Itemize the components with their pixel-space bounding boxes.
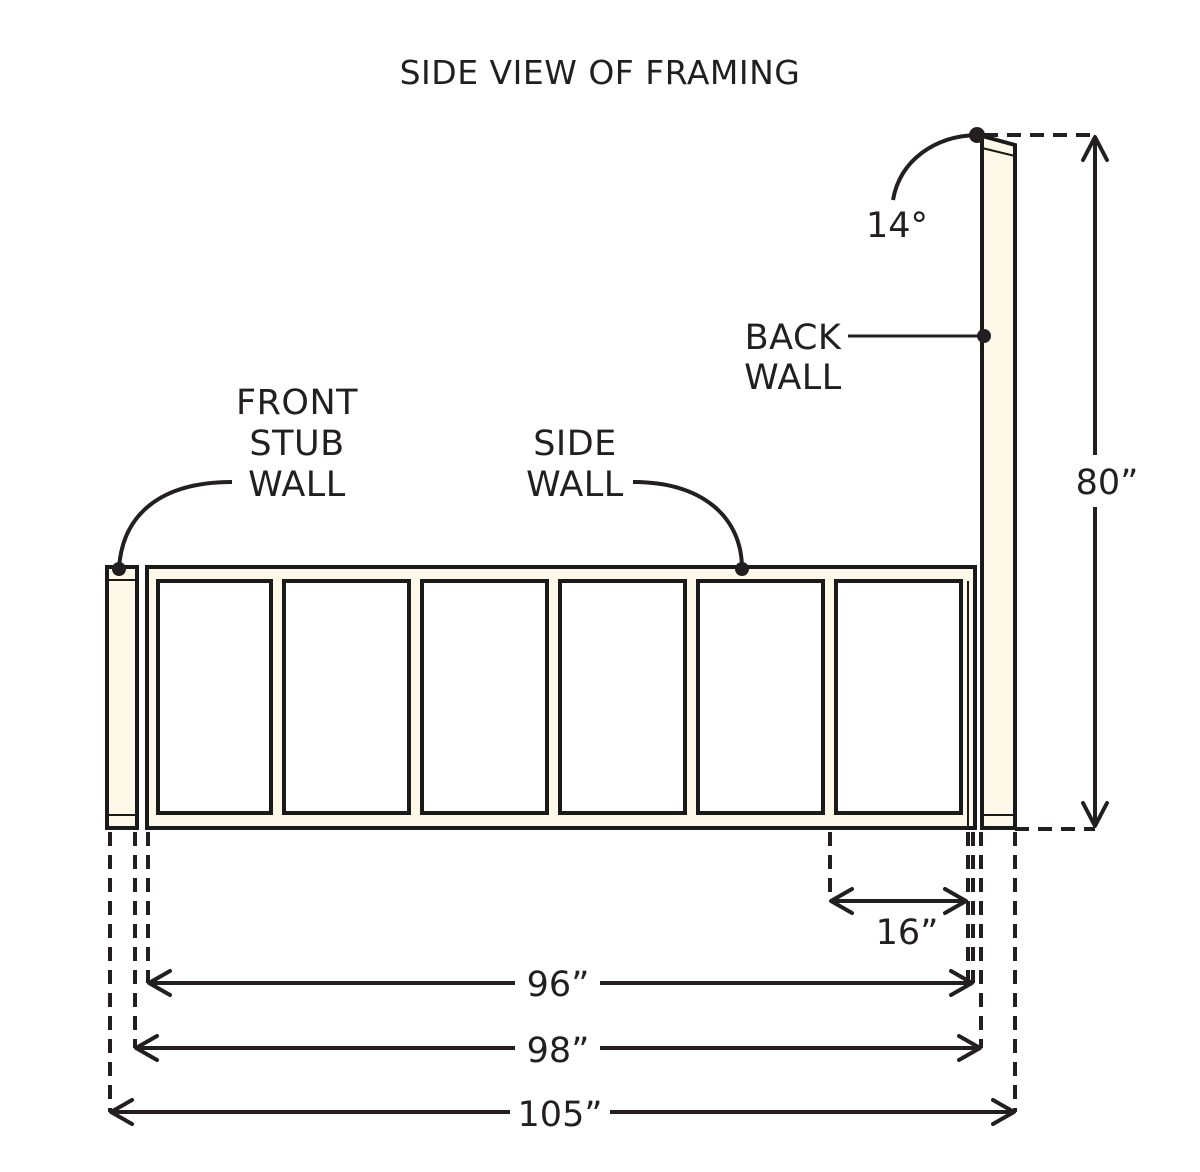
side-wall-plus-gap-dimension: 98” (134, 1031, 982, 1071)
height-dimension-label: 80” (1076, 463, 1139, 503)
leader-dot (112, 562, 126, 576)
side-wall-label-line2: WALL (526, 465, 624, 505)
front-stub-wall-label-line2: STUB (249, 424, 344, 464)
front-stub-wall (105, 565, 139, 830)
back-wall-label-line1: BACK (745, 318, 842, 358)
side-wall-label-line1: SIDE (533, 424, 617, 464)
stud-bay (558, 579, 687, 815)
side-wall-length-dimension: 96” (147, 965, 974, 1005)
front-stub-wall-label-line3: WALL (248, 465, 346, 505)
stud-bay (696, 579, 825, 815)
diagram-title: SIDE VIEW OF FRAMING (400, 53, 801, 92)
stud-bay (156, 579, 273, 815)
height-dimension: 80” (984, 133, 1139, 831)
leader-dot (735, 562, 749, 576)
front-stub-wall-label-line1: FRONT (236, 383, 358, 423)
side-wall-plus-gap-label: 98” (527, 1031, 590, 1071)
stud-spacing-dimension: 16” (829, 887, 968, 953)
side-wall-length-label: 96” (527, 965, 590, 1005)
angle-arc (891, 133, 978, 201)
side-wall (145, 565, 977, 830)
overall-length-dimension: 105” (109, 1095, 1016, 1135)
stud-bay (282, 579, 411, 815)
stud-spacing-label: 16” (876, 913, 939, 953)
angle-label: 14° (866, 206, 928, 246)
angle-vertex-dot (969, 127, 985, 143)
front-stub-wall-leader (117, 480, 233, 570)
back-wall (980, 133, 1017, 830)
extension-lines (108, 832, 1017, 1112)
overall-length-label: 105” (518, 1095, 603, 1135)
leader-dot (977, 329, 991, 343)
stud-bay (834, 579, 963, 815)
side-wall-leader (632, 480, 744, 570)
stud-bay (420, 579, 549, 815)
back-wall-label-line2: WALL (744, 358, 842, 398)
